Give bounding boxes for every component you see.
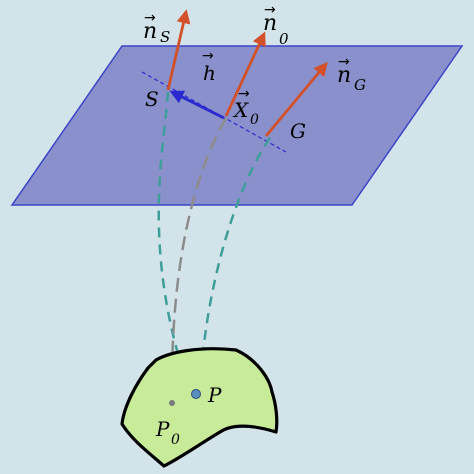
surface-patch bbox=[120, 347, 279, 468]
normal-arrow-x0 bbox=[224, 31, 266, 117]
h-vector-arrow bbox=[169, 90, 225, 120]
trace-s bbox=[157, 91, 192, 393]
vector-mark: → bbox=[264, 2, 276, 18]
svg-text:S: S bbox=[160, 28, 170, 46]
svg-text:n: n bbox=[263, 11, 277, 36]
vector-mark: → bbox=[202, 48, 214, 64]
tangent-plane bbox=[10, 45, 464, 206]
vector-mark: → bbox=[338, 54, 350, 70]
svg-text:n: n bbox=[337, 63, 351, 88]
label-g: G bbox=[290, 119, 306, 143]
label-n-s: → n S bbox=[143, 10, 170, 46]
label-s: S bbox=[145, 87, 159, 111]
svg-text:0: 0 bbox=[171, 432, 180, 448]
label-n-g: → n G bbox=[337, 54, 366, 94]
vector-mark: → bbox=[238, 86, 250, 102]
label-p: P bbox=[207, 383, 222, 407]
svg-text:P: P bbox=[155, 417, 170, 441]
trace-x0 bbox=[170, 117, 228, 403]
label-x0: → X 0 bbox=[232, 86, 259, 128]
svg-text:h: h bbox=[203, 61, 216, 85]
label-p0: P 0 bbox=[155, 417, 180, 448]
normal-arrow-s bbox=[166, 9, 191, 91]
svg-text:G: G bbox=[354, 76, 366, 94]
normal-arrow-g bbox=[264, 61, 328, 137]
svg-text:0: 0 bbox=[279, 30, 289, 48]
label-n-0: → n 0 bbox=[263, 2, 289, 48]
point-p0-marker bbox=[169, 400, 175, 406]
svg-text:n: n bbox=[143, 19, 157, 44]
label-h: → h bbox=[202, 48, 216, 85]
vector-mark: → bbox=[144, 10, 156, 26]
point-p-marker bbox=[191, 389, 201, 399]
svg-text:0: 0 bbox=[250, 112, 259, 128]
svg-text:X: X bbox=[232, 98, 249, 122]
